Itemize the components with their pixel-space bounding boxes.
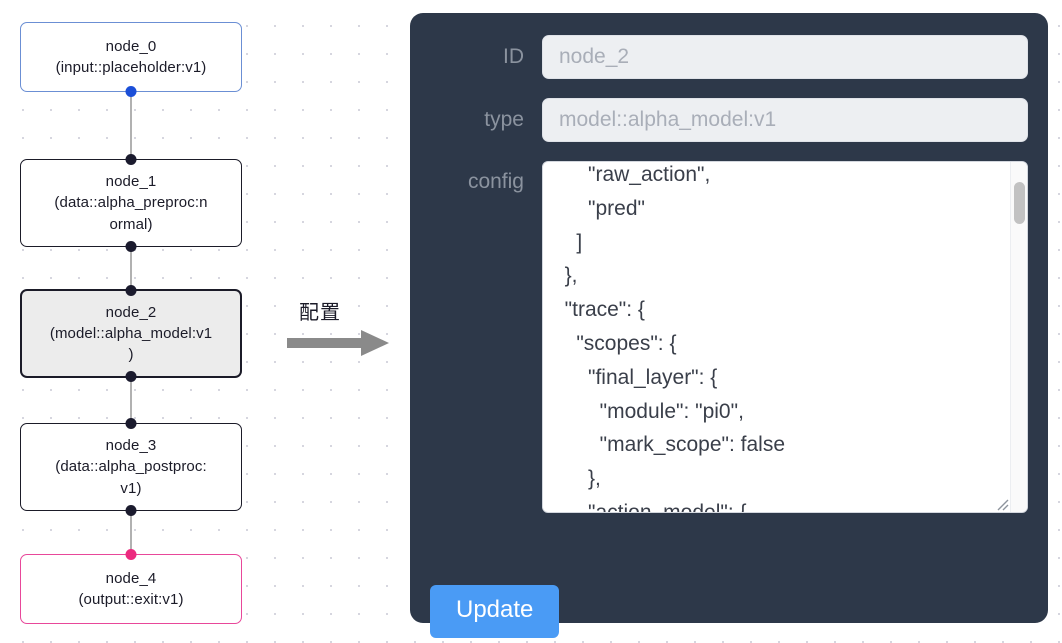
- graph-node-label: node_4 (output::exit:v1): [78, 569, 184, 608]
- graph-node-node_0[interactable]: node_0 (input::placeholder:v1): [20, 22, 242, 97]
- arrow-right-icon: [287, 330, 389, 356]
- graph-node-label: node_2 (model::alpha_model:v1 ): [49, 303, 213, 364]
- type-label: type: [484, 108, 524, 131]
- graph-node-label: node_3 (data::alpha_postproc: v1): [55, 437, 207, 497]
- id-input[interactable]: node_2: [542, 35, 1028, 79]
- edge-node0-node1: [130, 91, 132, 159]
- update-button[interactable]: Update: [430, 585, 560, 638]
- node-handle-input-icon[interactable]: [125, 418, 137, 429]
- graph-node-node_4[interactable]: node_4 (output::exit:v1): [20, 549, 242, 624]
- type-row: type model::alpha_model:v1: [430, 98, 1028, 142]
- node-handle-input-icon[interactable]: [125, 549, 137, 560]
- config-scrollbar[interactable]: [1010, 162, 1027, 512]
- config-textarea[interactable]: "raw_action", "pred" ] }, "trace": { "sc…: [564, 163, 785, 513]
- resize-grip-icon[interactable]: [993, 495, 1009, 511]
- annotation-arrow-group: 配置: [287, 296, 397, 358]
- type-input[interactable]: model::alpha_model:v1: [542, 98, 1028, 142]
- id-label: ID: [503, 45, 524, 68]
- edge-node1-node2: [130, 246, 132, 288]
- config-row: config "raw_action", "pred" ] }, "trace"…: [430, 161, 1028, 513]
- node-handle-output-icon[interactable]: [125, 86, 137, 97]
- node-handle-input-icon[interactable]: [125, 154, 137, 165]
- node-handle-output-icon[interactable]: [125, 505, 137, 516]
- node-handle-output-icon[interactable]: [125, 371, 137, 382]
- config-label: config: [467, 170, 524, 193]
- node-config-panel: ID node_2 type model::alpha_model:v1 con…: [410, 13, 1048, 638]
- graph-node-label: node_1 (data::alpha_preproc:n ormal): [54, 173, 208, 233]
- graph-node-node_2[interactable]: node_2 (model::alpha_model:v1 ): [20, 285, 242, 382]
- graph-node-label: node_0 (input::placeholder:v1): [55, 37, 207, 76]
- config-textarea-wrapper[interactable]: "raw_action", "pred" ] }, "trace": { "sc…: [542, 161, 1028, 513]
- annotation-label: 配置: [299, 300, 341, 324]
- graph-node-node_1[interactable]: node_1 (data::alpha_preproc:n ormal): [20, 154, 242, 252]
- id-row: ID node_2: [430, 35, 1028, 79]
- node-handle-output-icon[interactable]: [125, 241, 137, 252]
- edge-node2-node3: [130, 377, 132, 419]
- config-scrollbar-thumb[interactable]: [1014, 182, 1025, 224]
- node-handle-input-icon[interactable]: [125, 285, 137, 296]
- edge-node3-node4: [130, 511, 132, 553]
- graph-node-node_3[interactable]: node_3 (data::alpha_postproc: v1): [20, 418, 242, 516]
